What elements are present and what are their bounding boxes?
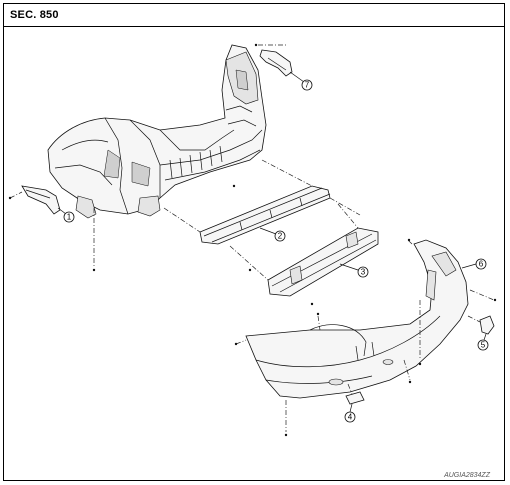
callout-2: 2 [278,232,283,241]
callout-1: 1 [67,213,72,222]
part-6-bumper-fascia: 6 [234,238,497,437]
part-5-side-bracket: 5 [467,315,495,351]
part-7-upper-bracket: 7 [254,43,313,91]
part-4-reflector: 4 [344,383,365,423]
diagram-frame [3,3,505,481]
part-1-left-bracket: 1 [8,185,96,272]
callout-4: 4 [348,413,353,422]
rear-body-panel [47,44,267,219]
callout-3: 3 [361,268,366,277]
image-reference-code: AUGIA2834ZZ [444,472,490,479]
section-label: SEC. 850 [10,9,59,21]
callout-7: 7 [305,81,310,90]
part-3-energy-absorber: 3 [229,203,379,297]
section-header-bar [3,3,505,27]
part-2-reinforcement-bar: 2 [163,159,361,245]
callout-5: 5 [481,341,486,350]
callout-6: 6 [479,260,484,269]
